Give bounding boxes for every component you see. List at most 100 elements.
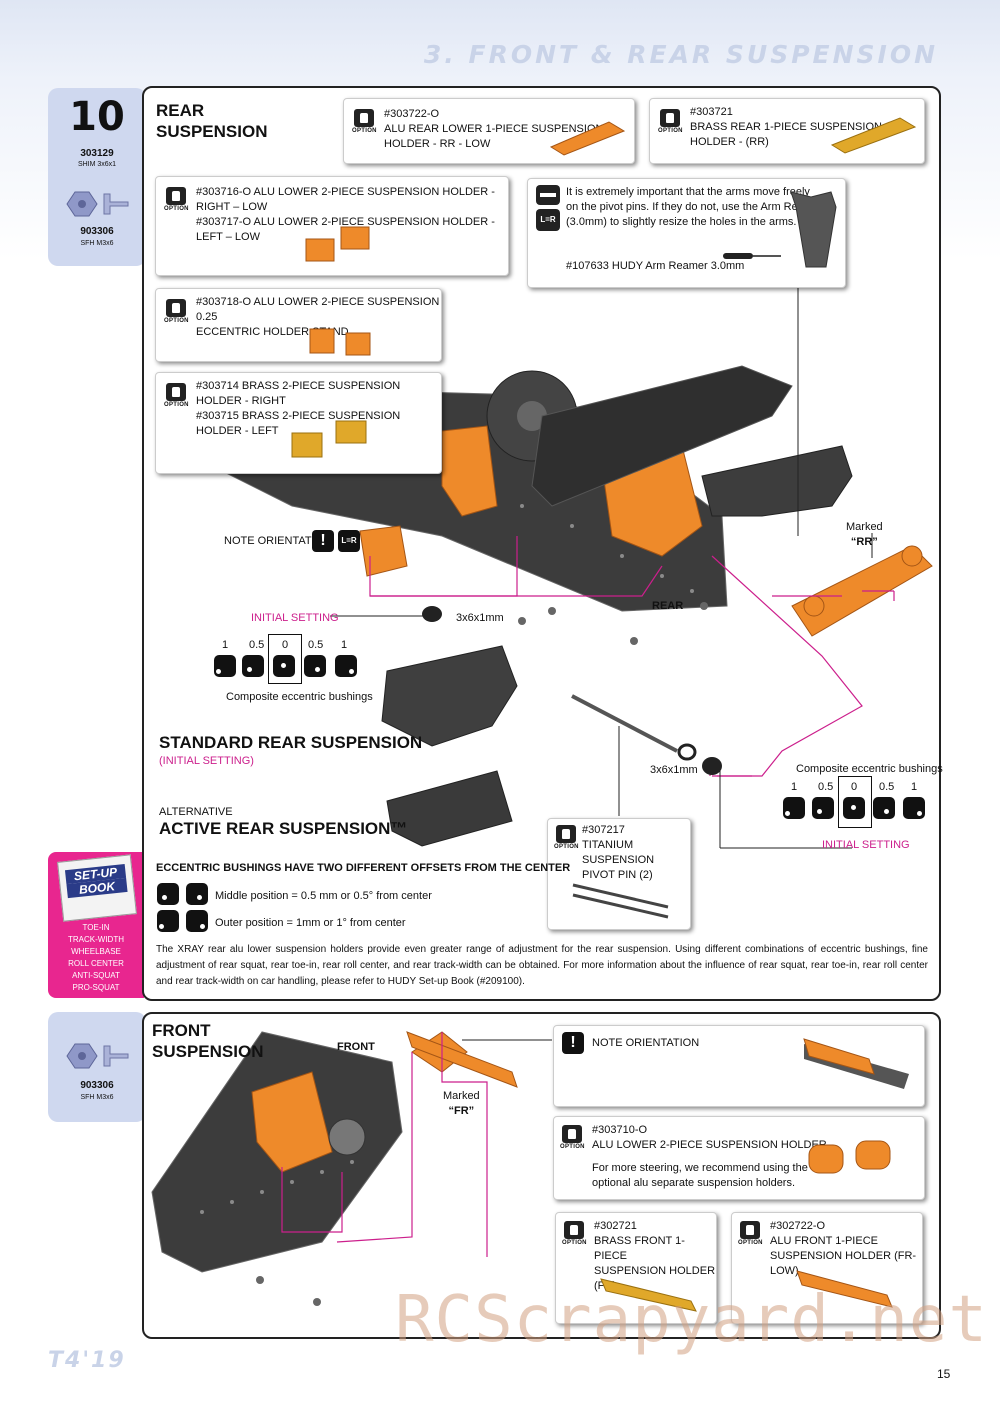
eccentric-info-title: ECCENTRIC BUSHINGS HAVE TWO DIFFERENT OF… [156, 862, 571, 874]
option-box-303710: OPTION #303710-O ALU LOWER 2-PIECE SUSPE… [553, 1116, 925, 1200]
part-desc: SUSPENSION HOLDER (FR-LOW) [770, 1250, 917, 1277]
front-label: FRONT [337, 1041, 375, 1053]
option-box-307217: OPTION #307217 TITANIUM SUSPENSION PIVOT… [547, 818, 691, 930]
rear-label: REAR [652, 600, 684, 612]
standard-rear-title: STANDARD REAR SUSPENSION [159, 733, 423, 752]
bushing-selector-frame [838, 776, 872, 828]
part-desc: SFH M3x6 [80, 1094, 114, 1101]
part-desc: SHIM 3x6x1 [77, 161, 117, 168]
scale-value: 1 [911, 781, 918, 793]
option-text: #302722-O ALU FRONT 1-PIECE SUSPENSION H… [770, 1219, 922, 1279]
brass-fr-holder-image [600, 1278, 697, 1312]
bushing-middle-icon [157, 883, 179, 905]
scale-value: 0.5 [249, 639, 265, 651]
rear-title-line1: REAR [156, 101, 205, 120]
front-title-line1: FRONT [152, 1021, 211, 1040]
bushing-scale-left: 1 0.5 0 0.5 1 [214, 638, 359, 658]
shim-icon [84, 88, 85, 89]
eccentric-bushing [273, 655, 295, 677]
part-number: #303710-O [592, 1124, 648, 1136]
reamer-line: on the pivot pins. If they do not, use t… [566, 201, 823, 213]
rear-arm-image [790, 191, 837, 268]
rear-section-title: REAR SUSPENSION [156, 100, 267, 142]
rear-paragraph: The XRAY rear alu lower suspension holde… [156, 944, 928, 987]
part-desc: PIVOT PIN (2) [582, 869, 653, 881]
note-line: For more steering, we recommend using th… [592, 1162, 808, 1174]
part-code: 903306 [80, 1080, 114, 1091]
option-box-303714: OPTION #303714 BRASS 2-PIECE SUSPENSION … [155, 372, 442, 474]
setup-item: WHEELBASE [71, 947, 121, 956]
shim-size-label: 3x6x1mm [650, 764, 698, 776]
option-label: OPTION [560, 1144, 585, 1150]
rear-title-line2: SUSPENSION [156, 122, 268, 141]
setup-item: TRACK-WIDTH [68, 935, 124, 944]
reamer-tool-label: #107633 HUDY Arm Reamer 3.0mm [566, 260, 745, 272]
marked-fr-label: Marked “FR” [443, 1089, 480, 1119]
part-desc: ALU REAR LOWER 1-PIECE SUSPENSION [384, 123, 604, 135]
option-text: #303710-O ALU LOWER 2-PIECE SUSPENSION H… [592, 1123, 827, 1191]
eccentric-bushing [812, 797, 834, 819]
bushing-outer-icon [186, 910, 208, 932]
model-logo: T4'19 [48, 1348, 126, 1373]
option-text: #303714 BRASS 2-PIECE SUSPENSION HOLDER … [196, 379, 441, 439]
screw-icon [66, 1043, 129, 1069]
reamer-line: (3.0mm) to slightly resize the holes in … [566, 216, 797, 228]
option-box-303721: OPTION #303721 BRASS REAR 1-PIECE SUSPEN… [649, 98, 925, 164]
setup-book-sidebar: SET-UP BOOK TOE-IN TRACK-WIDTH WHEELBASE… [48, 852, 144, 998]
part-desc: ALU LOWER 2-PIECE SUSPENSION HOLDER [592, 1139, 827, 1151]
note-line: optional alu separate suspension holders… [592, 1177, 796, 1189]
part-desc: HOLDER - RR - LOW [384, 138, 491, 150]
initial-setting-label: INITIAL SETTING [822, 839, 910, 851]
warning-icon: ! [562, 1032, 584, 1054]
scale-value: 1 [341, 639, 348, 651]
marked-text: Marked [443, 1090, 480, 1102]
bushing-scale-right: 1 0.5 0 0.5 1 [783, 780, 928, 800]
reamer-tool-icon [536, 185, 560, 205]
thumbs-up-icon [556, 825, 576, 843]
bushing-selector-frame [268, 634, 302, 684]
part-desc: #303716-O ALU LOWER 2-PIECE SUSPENSION H… [196, 186, 495, 213]
part-desc: BRASS FRONT 1-PIECE [594, 1235, 685, 1262]
parts-sidebar-rear: 10 303129 SHIM 3x6x1 903306 SFH M3x6 [48, 88, 146, 266]
brass-2piece-holder-image [291, 420, 367, 458]
eccentric-bushing [873, 797, 895, 819]
option-label: OPTION [658, 128, 683, 134]
scale-value: 0 [282, 639, 289, 651]
note-orientation-label: NOTE ORIENTATION [224, 535, 332, 547]
lr-badge: L=R [338, 530, 360, 552]
warning-icon: ! [312, 530, 334, 552]
reamer-line: It is extremely important that the arms … [566, 186, 810, 198]
bushing-outer-icon [157, 910, 179, 932]
front-title-line2: SUSPENSION [152, 1042, 264, 1061]
alu-fr-low-holder-image [796, 1270, 893, 1308]
front-note-orientation-box: ! NOTE ORIENTATION [553, 1025, 925, 1107]
setup-book-cover: SET-UP BOOK [57, 854, 137, 922]
holder-rr-low-image [549, 121, 626, 156]
reamer-text: It is extremely important that the arms … [566, 185, 823, 230]
scale-value: 1 [791, 781, 798, 793]
composite-bushings-label: Composite eccentric bushings [226, 691, 373, 703]
eccentric-bushing [783, 797, 805, 819]
option-text: #303716-O ALU LOWER 2-PIECE SUSPENSION H… [196, 185, 508, 245]
option-label: OPTION [738, 1240, 763, 1246]
option-box-302722: OPTION #302722-O ALU FRONT 1-PIECE SUSPE… [731, 1212, 923, 1324]
marked-rr-label: Marked “RR” [846, 520, 883, 550]
option-badge: OPTION [164, 383, 189, 413]
holder-2piece-low-image [305, 226, 370, 262]
part-desc: TITANIUM SUSPENSION [582, 839, 655, 866]
note-orientation-label: NOTE ORIENTATION [592, 1037, 700, 1049]
part-code: 303129 [80, 148, 114, 159]
option-label: OPTION [164, 206, 189, 212]
thumbs-up-icon [740, 1221, 760, 1239]
thumbs-up-icon [562, 1125, 582, 1143]
option-label: OPTION [562, 1240, 587, 1246]
eccentric-bushing [903, 797, 925, 819]
part-desc: #303718-O ALU LOWER 2-PIECE SUSPENSION 0… [196, 296, 440, 323]
option-label: OPTION [164, 318, 189, 324]
eccentric-bushing [242, 655, 264, 677]
watermark: RCScrapyard.net [395, 1283, 988, 1357]
front-holder-orientation-image [803, 1038, 909, 1089]
scale-value: 0.5 [818, 781, 834, 793]
option-box-303718: OPTION #303718-O ALU LOWER 2-PIECE SUSPE… [155, 288, 442, 362]
option-badge: OPTION [554, 825, 579, 855]
